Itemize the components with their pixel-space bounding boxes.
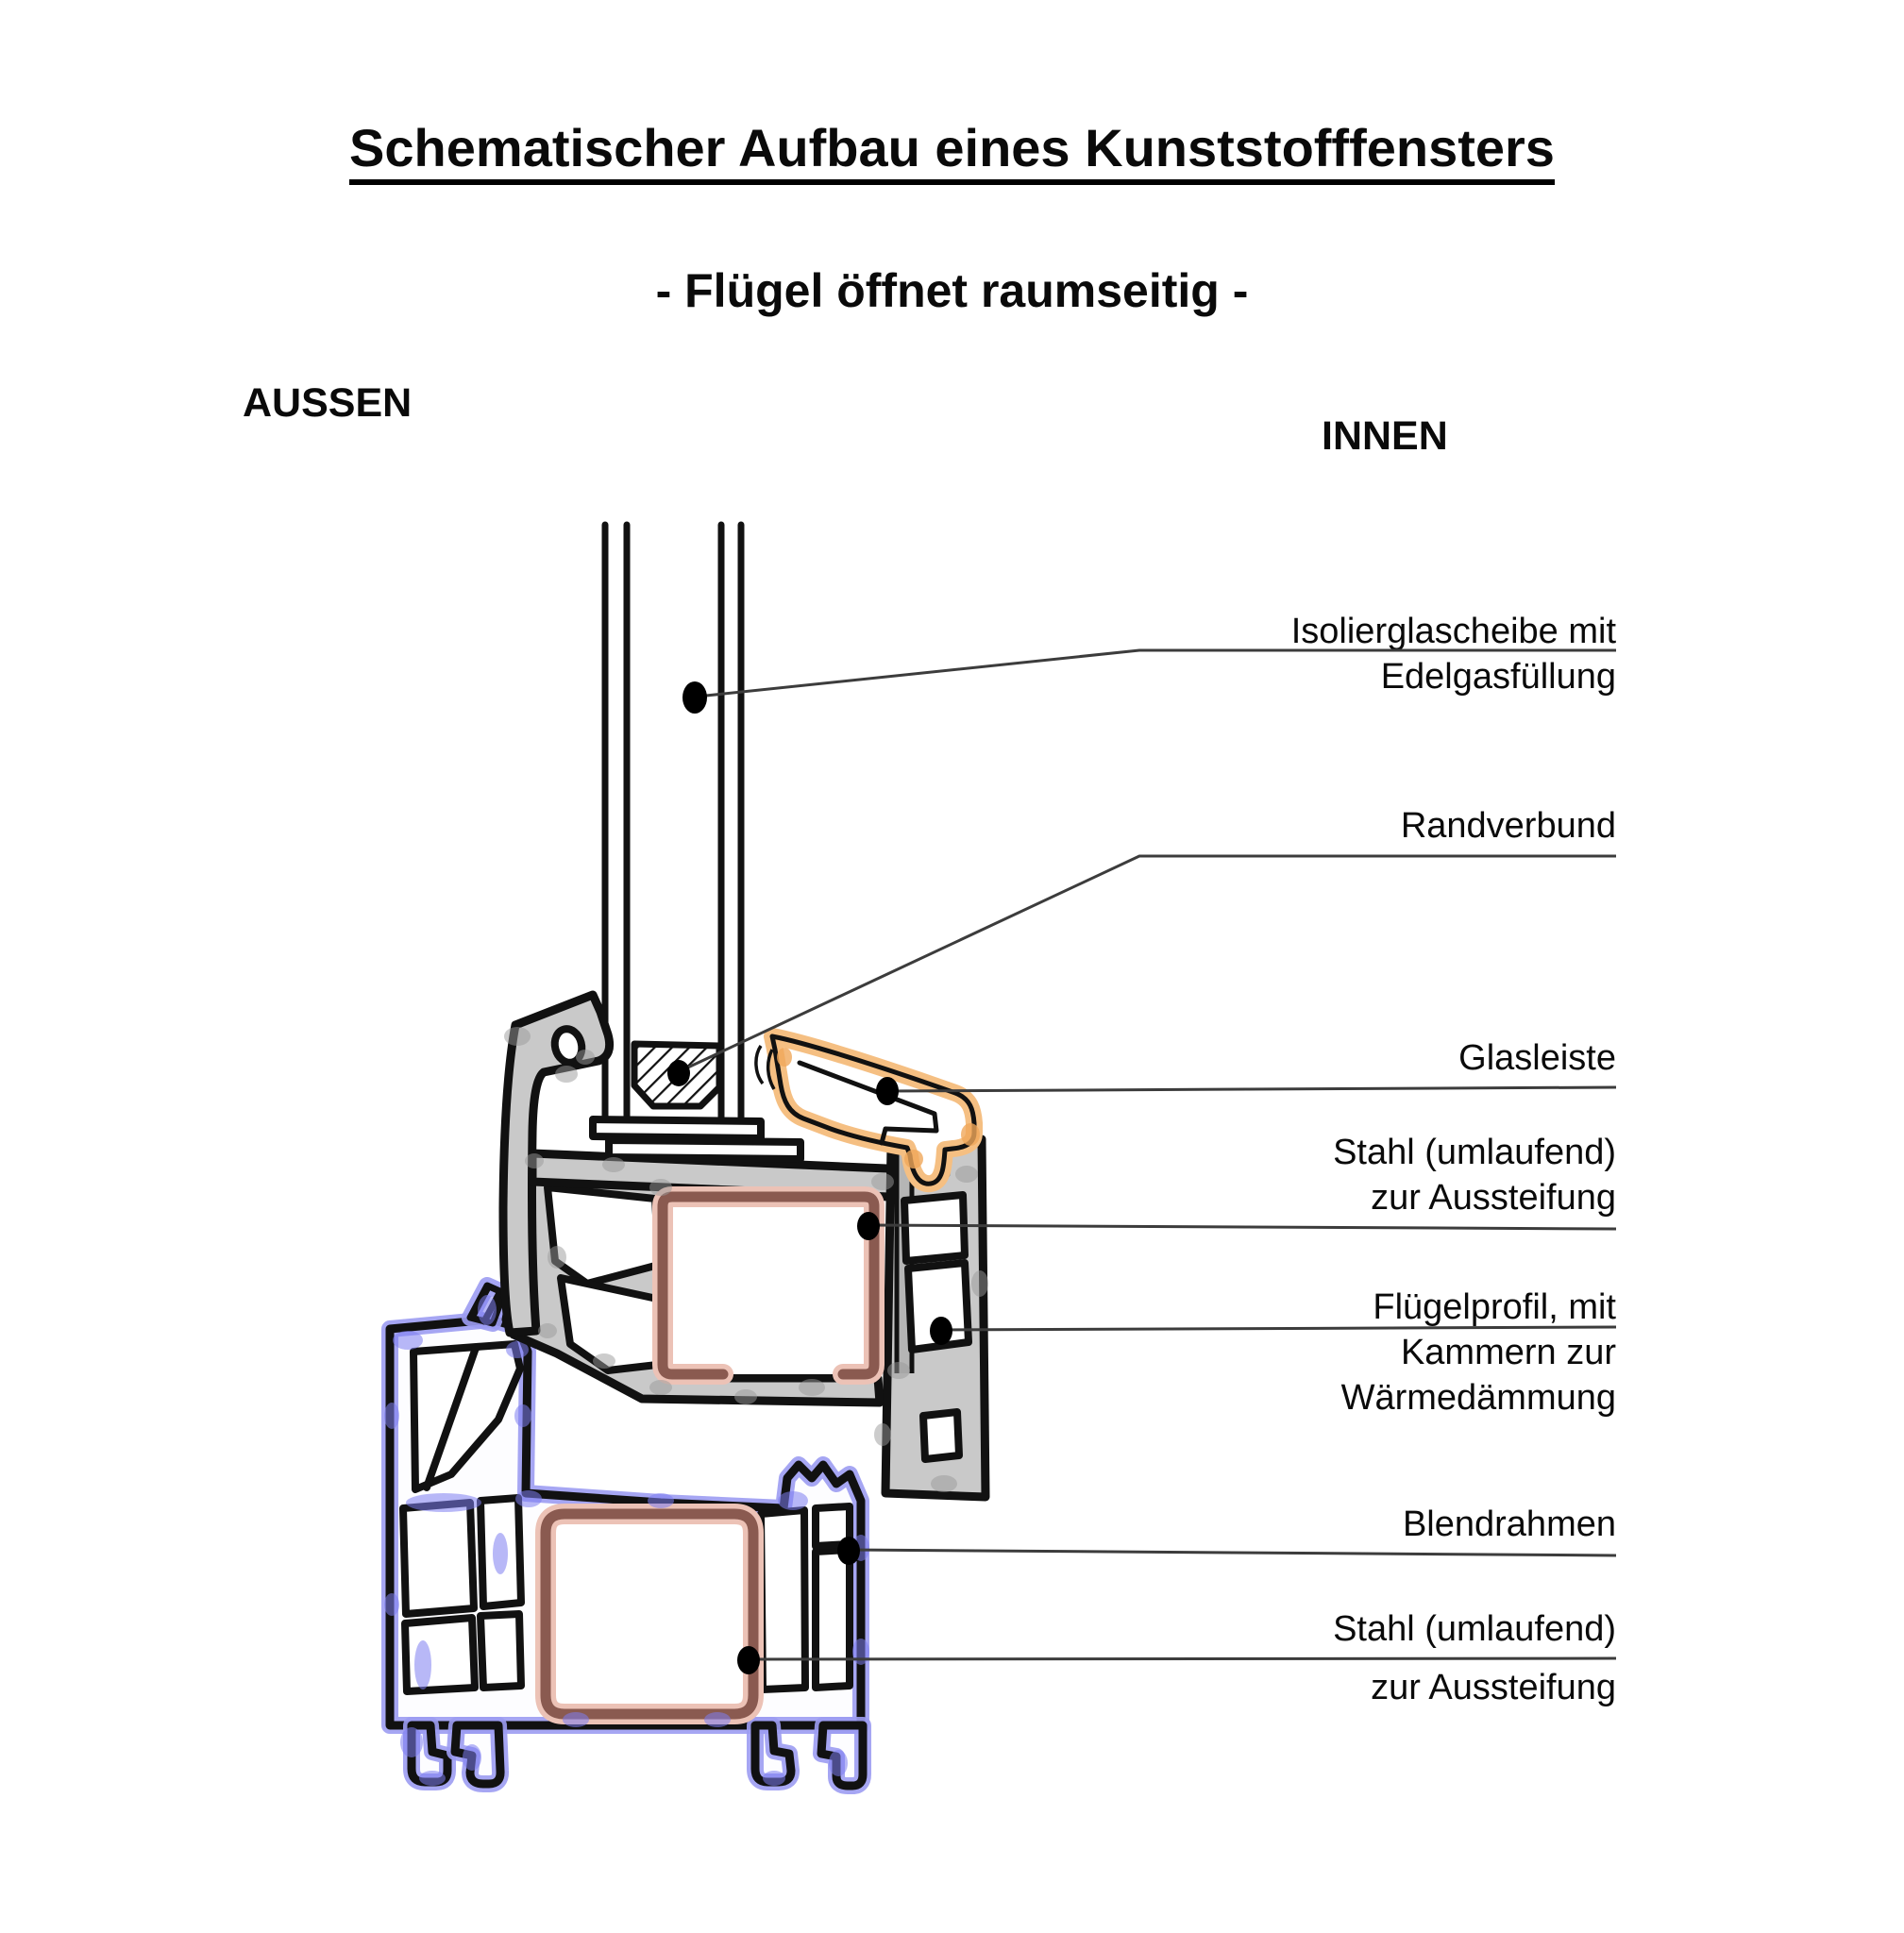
callout-randverbund: Randverbund — [1400, 806, 1616, 846]
callout-dots — [667, 681, 952, 1674]
side-label-innen: INNEN — [1322, 413, 1448, 459]
sash-steel-reinforcement — [663, 1197, 874, 1374]
callout-isolierglas: Isolierglascheibe mit Edelgasfüllung — [1290, 612, 1616, 697]
callout-stahl-blendrahmen: Stahl (umlaufend) zur Aussteifung — [1333, 1609, 1616, 1707]
frame-steel-reinforcement — [546, 1514, 753, 1714]
sash-profile-fluegelprofil — [498, 990, 990, 1502]
leader-lines — [677, 648, 1617, 1661]
callout-fluegelprofil: Flügelprofil, mit Kammern zur Wärmedämmu… — [1340, 1287, 1616, 1418]
callout-glasleiste: Glasleiste — [1458, 1038, 1616, 1078]
frame-profile-blendrahmen — [384, 1286, 869, 1786]
glass-panes — [601, 521, 745, 1127]
page-title-text: Schematischer Aufbau eines Kunststofffen… — [349, 120, 1555, 185]
side-label-aussen: AUSSEN — [243, 380, 413, 426]
page-title: Schematischer Aufbau eines Kunststofffen… — [0, 120, 1904, 185]
callout-stahl-fluegel: Stahl (umlaufend) zur Aussteifung — [1333, 1133, 1616, 1218]
page-subtitle: - Flügel öffnet raumseitig - — [655, 264, 1249, 317]
callout-blendrahmen: Blendrahmen — [1402, 1504, 1616, 1544]
